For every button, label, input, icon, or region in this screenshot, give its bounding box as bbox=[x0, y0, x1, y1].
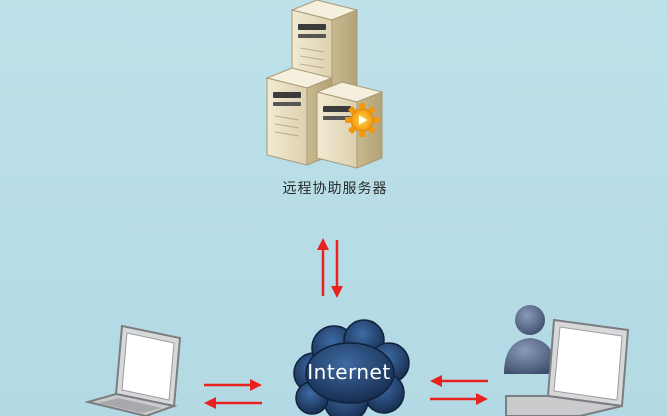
user-icon bbox=[504, 305, 556, 374]
server-caption: 远程协助服务器 bbox=[282, 181, 388, 197]
server-cluster-icon bbox=[262, 0, 392, 170]
laptop-user-icon bbox=[496, 296, 636, 416]
arrow-right-icon bbox=[430, 393, 488, 405]
cloud-icon bbox=[284, 318, 414, 416]
arrow-left-icon bbox=[430, 375, 488, 387]
gear-play-icon bbox=[345, 103, 379, 137]
laptop-icon bbox=[82, 322, 192, 416]
arrow-right-icon bbox=[204, 379, 262, 391]
vertical-arrows bbox=[313, 236, 347, 300]
cloud-label: Internet bbox=[307, 360, 391, 384]
left-arrows bbox=[200, 376, 266, 414]
arrow-left-icon bbox=[204, 397, 262, 409]
server-left bbox=[265, 67, 334, 166]
right-arrows bbox=[426, 372, 492, 410]
arrow-up-icon bbox=[317, 238, 329, 296]
arrow-down-icon bbox=[331, 240, 343, 298]
